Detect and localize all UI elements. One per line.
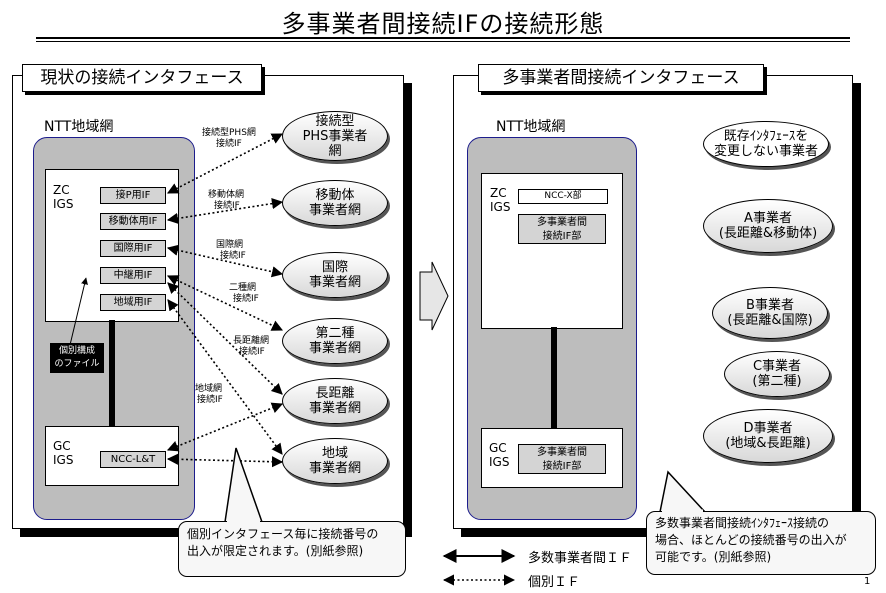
- link-phs: [167, 133, 283, 194]
- left-callout: 個別インタフェース毎に接続番号の 出入が限定されます。(別紙参照): [178, 521, 406, 577]
- title-rule: [36, 41, 850, 42]
- page-title: 多事業者間接続IFの接続形態: [281, 10, 605, 38]
- if-box-mobile: 移動体用IF: [100, 213, 166, 230]
- legend-individual-label: 個別ＩＦ: [528, 575, 581, 590]
- if-box-phs: 接P用IF: [100, 187, 166, 204]
- left-trunk-line: [109, 320, 115, 426]
- carrier-existing-interface: 既存ｲﾝﾀﾌｪｰｽを変更しない事業者: [703, 121, 829, 167]
- multi-if-box: 多事業者間接続IF部: [518, 214, 606, 244]
- right-panel-tab: 多事業者間接続インタフェース: [478, 64, 764, 92]
- carrier-a: A事業者(長距離&移動体): [703, 199, 833, 253]
- title-rule: [36, 37, 850, 39]
- left-zc-label: ZC IGS: [53, 183, 74, 211]
- left-network-label: NTT地域網: [44, 119, 114, 135]
- carrier-mobile-network: 移動体事業者網: [282, 180, 388, 226]
- carrier-longdistance-network: 長距離事業者網: [282, 378, 388, 424]
- carrier-b: B事業者(長距離&国際): [712, 287, 828, 339]
- right-network-label: NTT地域網: [496, 119, 566, 135]
- ncc-x-box: NCC-X部: [518, 189, 608, 204]
- if-box-international: 国際用IF: [100, 240, 166, 257]
- link-regional: [167, 299, 283, 455]
- carrier-c: C事業者(第二種): [724, 351, 830, 397]
- link-international: [166, 244, 284, 278]
- left-panel-tab: 現状の接続インタフェース: [22, 64, 262, 92]
- right-zc-label: ZC IGS: [490, 186, 511, 214]
- left-gc-label: GC IGS: [53, 439, 74, 467]
- right-trunk-line: [551, 327, 557, 428]
- carrier-regional-network: 地域事業者網: [282, 438, 388, 484]
- legend-multi-label: 多数事業者間ＩＦ: [528, 551, 633, 566]
- carrier-type2-network: 第二種事業者網: [282, 318, 388, 364]
- right-callout: 多数事業者間接続ｲﾝﾀﾌｪｰｽ接続の 場合、ほとんどの接続番号の出入が 可能です…: [646, 511, 876, 575]
- if-box-regional: 地域用IF: [100, 294, 166, 311]
- file-pointer-arrow: [69, 277, 88, 346]
- carrier-d: D事業者(地域&長距離): [703, 409, 833, 463]
- right-gc-label: GC IGS: [489, 441, 510, 469]
- page-number: 1: [864, 576, 871, 587]
- if-box-relay: 中継用IF: [100, 267, 166, 284]
- file-label: 個別構成 のファイル: [50, 343, 104, 373]
- gc-multi-if-box: 多事業者間接続IF部: [518, 444, 606, 474]
- gc-if-box: NCC-L&T: [100, 451, 166, 468]
- link-gc-regional: [166, 453, 284, 468]
- transition-arrow: [419, 261, 449, 331]
- carrier-international-network: 国際事業者網: [282, 252, 388, 298]
- link-mobile: [166, 198, 284, 224]
